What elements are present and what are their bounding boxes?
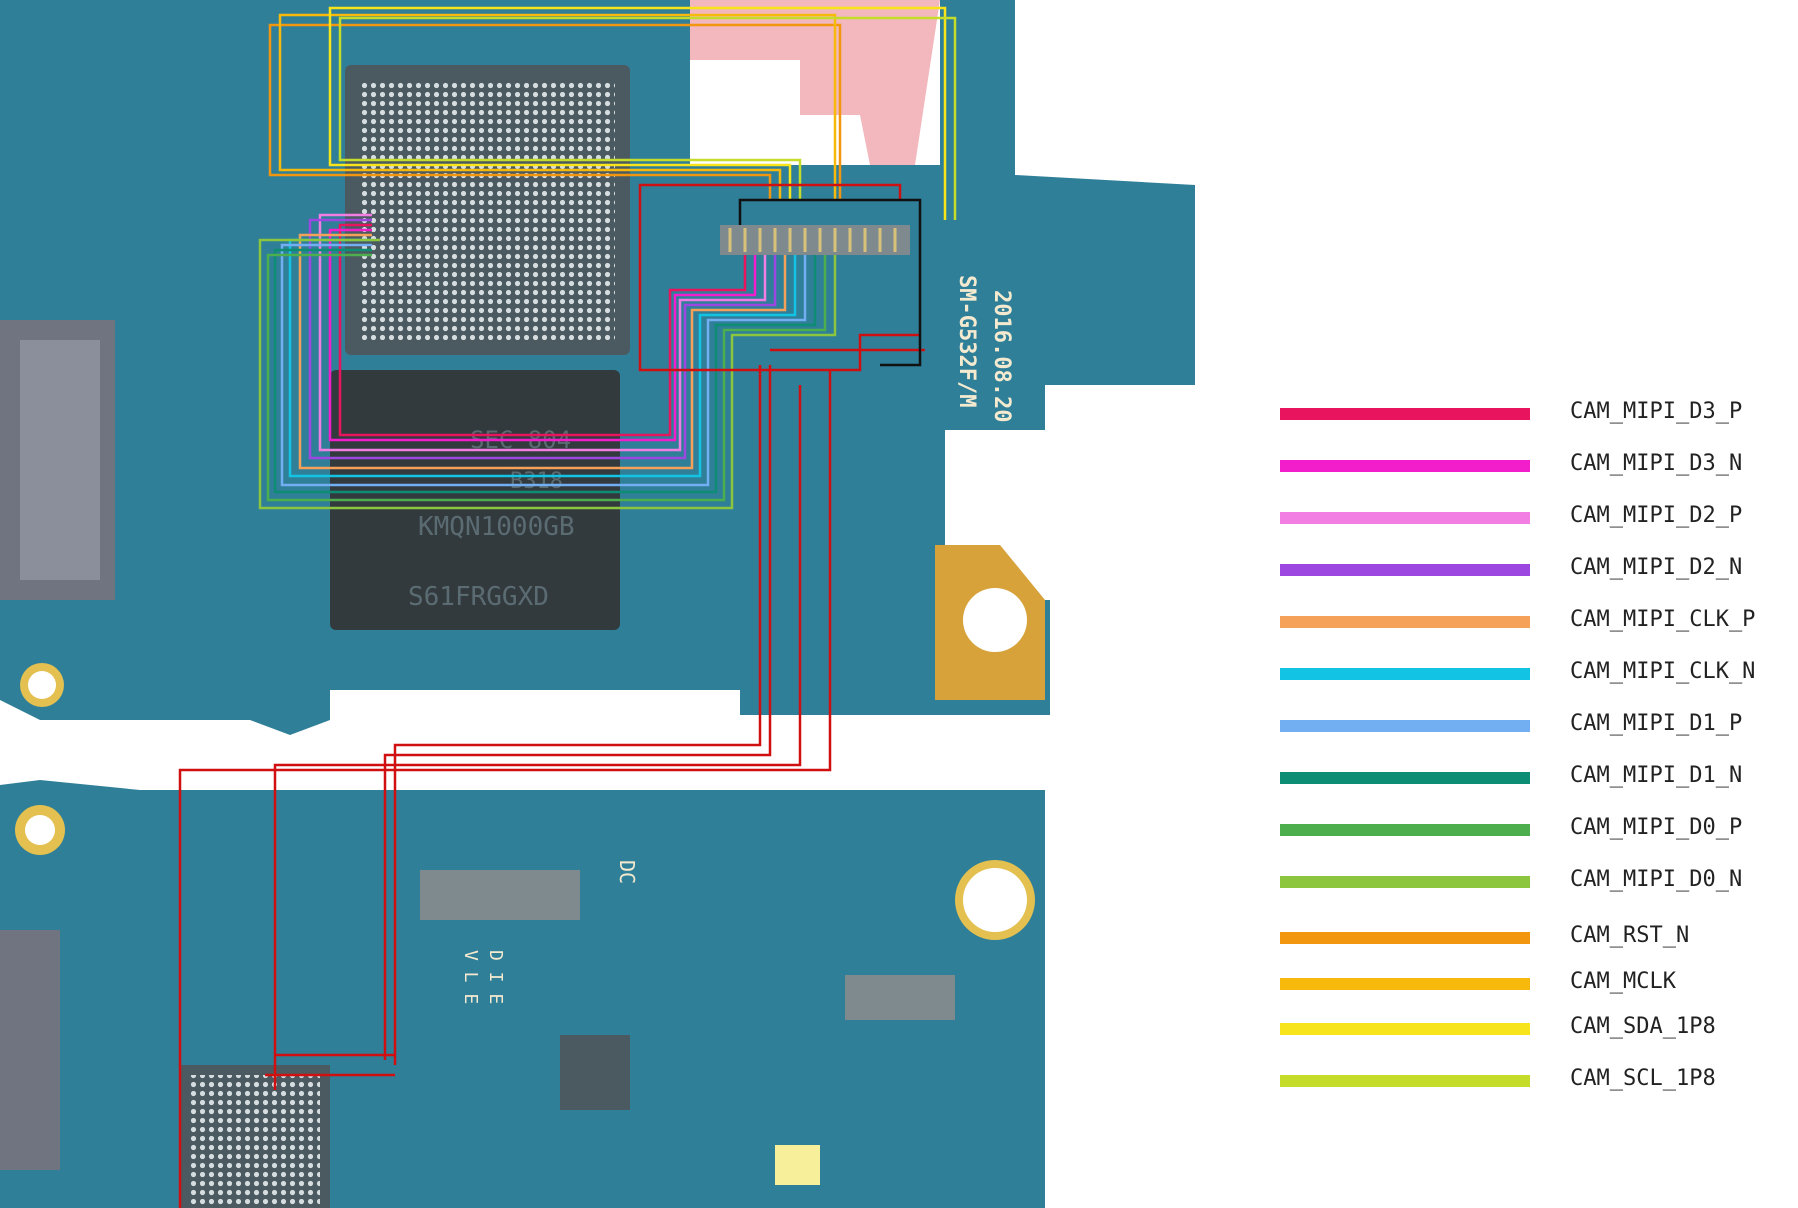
legend-swatch [1280,564,1530,576]
mount-hole-left-inner [28,671,56,699]
legend-label: CAM_MIPI_D0_N [1570,867,1743,892]
legend-label: CAM_MIPI_CLK_N [1570,659,1756,684]
lower-chip [560,1035,630,1110]
legend-item: CAM_MIPI_CLK_P [1280,603,1790,643]
legend-label: CAM_MIPI_D1_N [1570,763,1743,788]
legend-label: CAM_MIPI_D3_N [1570,451,1743,476]
lower-connector-2 [845,975,955,1020]
legend-swatch [1280,512,1530,524]
led-pad [775,1145,820,1185]
black-traces [738,198,922,367]
model-label: SM-G532F/M [954,275,979,407]
lower-connector [420,870,580,920]
legend-swatch [1280,876,1530,888]
legend-label: CAM_MIPI_D0_P [1570,815,1743,840]
legend-item: CAM_MIPI_D3_P [1280,395,1790,435]
legend-label: CAM_MIPI_D2_P [1570,503,1743,528]
legend-swatch [1280,408,1530,420]
legend-swatch [1280,668,1530,680]
red-traces [178,183,925,1208]
bottom-mark-dc: DC [615,860,639,884]
legend-label: CAM_MIPI_D2_N [1570,555,1743,580]
legend-swatch [1280,460,1530,472]
mipi-traces [258,6,957,510]
legend-swatch [1280,824,1530,836]
legend-item: CAM_RST_N [1280,919,1790,959]
side-connector-inner [20,340,100,580]
legend-item: CAM_MCLK [1280,965,1790,1005]
legend-label: CAM_MIPI_D1_P [1570,711,1743,736]
connector-pins [728,228,897,252]
legend-item: CAM_MIPI_CLK_N [1280,655,1790,695]
legend-label: CAM_MIPI_D3_P [1570,399,1743,424]
legend-item: CAM_MIPI_D0_N [1280,863,1790,903]
soc-ball-grid [360,80,615,340]
lower-mount-hole-right-inner [963,868,1027,932]
pcb-board-diagram: SEC 804 B318 KMQN1000GB S61FRGGXD SM-G53… [0,0,1195,1208]
legend-item: CAM_SDA_1P8 [1280,1010,1790,1050]
camera-connector [720,225,910,255]
legend-swatch [1280,1075,1530,1087]
legend-item: CAM_SCL_1P8 [1280,1062,1790,1102]
legend-item: CAM_MIPI_D1_N [1280,759,1790,799]
lower-side-connector [0,930,60,1170]
legend-swatch [1280,616,1530,628]
chip-line-4: S61FRGGXD [408,582,549,612]
chip-line-3: KMQN1000GB [418,512,575,542]
legend-swatch [1280,720,1530,732]
legend-label: CAM_RST_N [1570,923,1690,948]
legend-item: CAM_MIPI_D2_P [1280,499,1790,539]
legend-item: CAM_MIPI_D2_N [1280,551,1790,591]
lower-soc-grid [190,1075,320,1208]
legend-label: CAM_MIPI_CLK_P [1570,607,1756,632]
mount-hole [963,588,1027,652]
bottom-mark-vle: V L E [460,950,481,1004]
legend-item: CAM_MIPI_D1_P [1280,707,1790,747]
legend-item: CAM_MIPI_D3_N [1280,447,1790,487]
legend-label: CAM_SDA_1P8 [1570,1014,1716,1039]
legend-item: CAM_MIPI_D0_P [1280,811,1790,851]
bottom-mark-die: D I E [485,950,506,1004]
date-label: 2016.08.20 [989,290,1014,422]
legend-label: CAM_SCL_1P8 [1570,1066,1716,1091]
pink-mark [690,0,940,165]
chip-line-2: B318 [510,469,563,494]
legend-swatch [1280,1023,1530,1035]
legend-swatch [1280,772,1530,784]
legend-swatch [1280,978,1530,990]
lower-mount-hole-left-inner [25,815,55,845]
legend-swatch [1280,932,1530,944]
legend-label: CAM_MCLK [1570,969,1676,994]
